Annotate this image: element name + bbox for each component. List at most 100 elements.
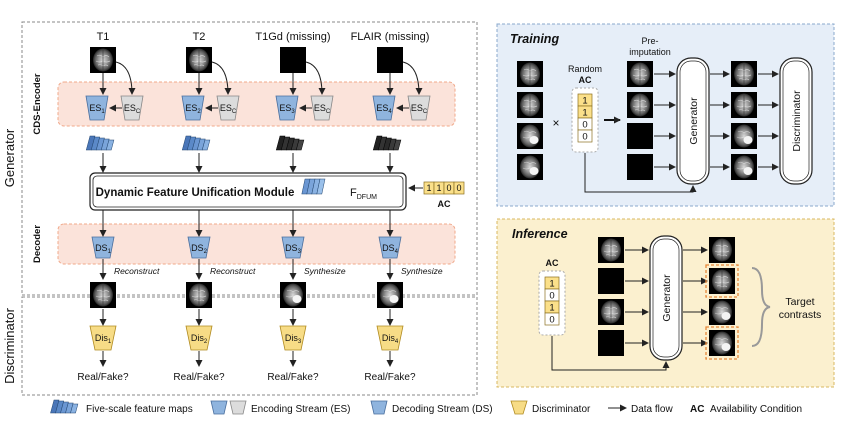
decoding-stream-shape <box>281 236 305 259</box>
generator-block <box>649 235 683 361</box>
contrasts-label: contrasts <box>779 309 822 321</box>
ac-bit: 0 <box>446 183 451 193</box>
ds-label: DS4 <box>382 243 399 255</box>
shared-encoding-shape <box>310 95 334 121</box>
fdfum-label: FDFUM <box>350 187 377 201</box>
training-title: Training <box>510 32 559 46</box>
es-label: ES3 <box>279 103 295 115</box>
decoding-stream-shape <box>378 236 402 259</box>
mri-image <box>626 91 654 119</box>
generator-label: Generator <box>661 274 673 322</box>
mri-image <box>730 60 758 88</box>
legend-ac-full: Availability Condition <box>710 404 802 415</box>
dis-label: Dis4 <box>382 333 399 345</box>
mri-image <box>597 236 625 264</box>
inference-title: Inference <box>512 227 568 241</box>
column-flair: FLAIR (missing) ES4 ESC DS4 Synthesize D… <box>351 31 443 383</box>
encoding-stream-shape <box>275 95 299 121</box>
discriminator-shape <box>185 325 213 351</box>
shared-encoding-shape <box>120 95 144 121</box>
legend-ac-abbr: AC <box>690 404 704 415</box>
ac-label: AC <box>546 258 559 268</box>
legend: Five-scale feature maps Encoding Stream … <box>50 399 802 415</box>
random-ac-label: AC <box>579 75 592 85</box>
decoding-stream-shape <box>187 236 211 259</box>
target-highlight <box>705 326 739 360</box>
dis-label: Dis3 <box>285 333 302 345</box>
ac-bit: 0 <box>549 291 554 302</box>
discriminator-block <box>779 57 813 185</box>
brace-icon <box>751 267 771 347</box>
pre-imputation-label-2: imputation <box>629 47 671 57</box>
legend-data-flow: Data flow <box>631 404 673 415</box>
mri-image <box>730 153 758 181</box>
encoding-stream-shape <box>85 95 109 121</box>
ac-bit: 1 <box>549 303 554 314</box>
column-t1gd: T1Gd (missing) ES3 ESC DS3 Synthesize Di… <box>255 31 345 383</box>
mri-output-image <box>279 281 307 309</box>
ac-bit: 1 <box>426 183 431 193</box>
ac-bit: 0 <box>582 120 587 131</box>
discriminator-frame <box>21 296 478 396</box>
missing-input-image <box>280 47 306 73</box>
legend-discriminator-icon <box>510 400 528 415</box>
mri-image <box>730 122 758 150</box>
mri-image <box>516 60 544 88</box>
feature-maps-icon <box>85 135 115 151</box>
feature-maps-legend-icon <box>50 399 79 414</box>
fused-feature-maps-icon <box>301 178 326 195</box>
missing-image <box>627 154 653 180</box>
dfum-label: Dynamic Feature Unification Module <box>96 187 295 199</box>
legend-encoding-blue-icon <box>210 400 228 415</box>
feature-maps-icon <box>181 135 211 151</box>
legend-encoding: Encoding Stream (ES) <box>251 404 351 415</box>
dfum-module: Dynamic Feature Unification Module FDFUM <box>89 172 407 211</box>
ac-bit: 1 <box>549 279 554 290</box>
ac-bit: 0 <box>582 132 587 143</box>
discriminator-shape <box>279 325 307 351</box>
ac-bit: 1 <box>582 108 587 119</box>
esc-label: ESC <box>314 103 331 115</box>
mri-image <box>730 91 758 119</box>
real-fake-label: Real/Fake? <box>267 372 319 383</box>
input-label: T2 <box>193 31 206 43</box>
left-panel: Generator Discriminator CDS-Encoder Deco… <box>2 21 478 396</box>
column-t2: T2 ES2 ESC DS2 Reconstruct Dis2 Real/Fak… <box>173 31 256 383</box>
shared-encoding-shape <box>407 95 431 121</box>
missing-image <box>598 330 624 356</box>
legend-feature-maps: Five-scale feature maps <box>86 404 193 415</box>
column-t1: T1 ES1 ESC DS1 Reconstruct Dis1 Real/Fak… <box>77 31 160 383</box>
legend-decoding: Decoding Stream (DS) <box>392 404 493 415</box>
discriminator-label: Discriminator <box>2 307 17 384</box>
encoding-stream-shape <box>372 95 396 121</box>
mri-image <box>708 236 736 264</box>
input-label: T1Gd (missing) <box>255 31 330 43</box>
real-fake-label: Real/Fake? <box>173 372 225 383</box>
discriminator-shape <box>376 325 404 351</box>
inference-panel: Inference AC 1 0 1 0 Generator <box>496 218 835 388</box>
cds-encoder-label: CDS-Encoder <box>32 73 43 135</box>
shared-encoding-shape <box>216 95 240 121</box>
mri-image <box>708 298 736 326</box>
esc-label: ESC <box>411 103 428 115</box>
mri-image <box>708 267 736 295</box>
mri-input-image <box>89 46 117 74</box>
discriminator-shape <box>89 325 117 351</box>
action-label: Reconstruct <box>114 266 160 276</box>
ds-label: DS3 <box>285 243 302 255</box>
legend-decoding-icon <box>370 400 388 415</box>
missing-input-image <box>377 47 403 73</box>
esc-label: ESC <box>220 103 237 115</box>
decoder-band <box>57 223 456 265</box>
generator-label: Generator <box>2 128 17 187</box>
es-label: ES1 <box>89 103 105 115</box>
ac-bit: 0 <box>456 183 461 193</box>
missing-image <box>598 268 624 294</box>
times-symbol: × <box>552 116 559 130</box>
ac-vector: 1 1 0 0 AC <box>408 181 465 209</box>
cds-encoder-band <box>57 81 456 127</box>
action-label: Synthesize <box>401 266 443 276</box>
ds-label: DS1 <box>95 243 112 255</box>
action-label: Synthesize <box>304 266 346 276</box>
